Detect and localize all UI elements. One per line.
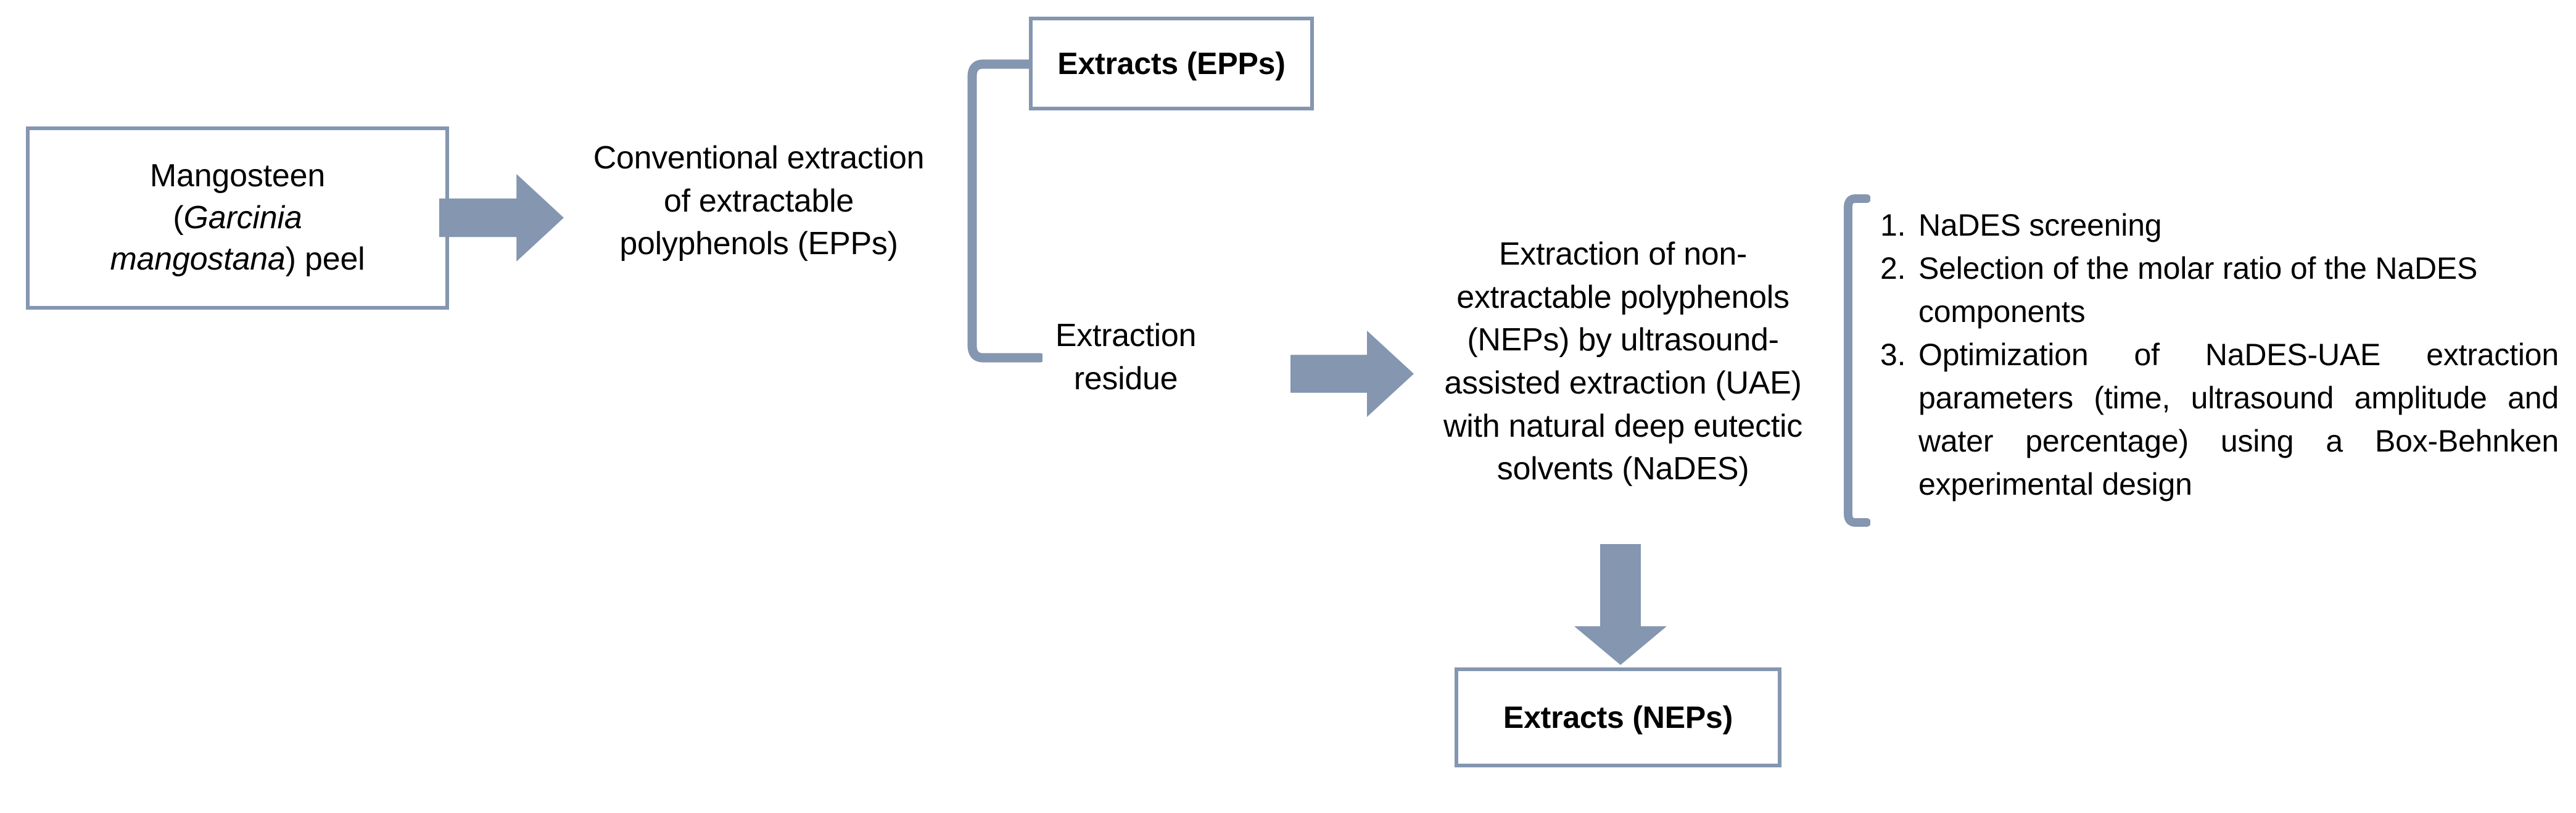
conventional-extraction-line2: of extractable xyxy=(664,183,854,219)
source-material-paren-open: ( xyxy=(173,199,184,236)
split-bracket-icon xyxy=(967,59,1042,363)
node-conventional-extraction: Conventional extraction of extractable p… xyxy=(543,137,975,266)
split-bracket-connector xyxy=(962,57,1042,365)
list-item-marker: 2. xyxy=(1880,251,1906,286)
node-extracts-neps: Extracts (NEPs) xyxy=(1455,667,1781,767)
source-material-genus: Garcinia xyxy=(183,199,302,236)
source-material-line3-tail: ) peel xyxy=(285,241,365,278)
source-material-text: Mangosteen (Garcinia mangostana) peel xyxy=(110,155,365,281)
extraction-residue-line2: residue xyxy=(1073,360,1178,397)
nep-extraction-line6: solvents (NaDES) xyxy=(1496,451,1749,487)
list-item-text: Selection of the molar ratio of the NaDE… xyxy=(1918,251,2478,329)
node-extracts-epps: Extracts (EPPs) xyxy=(1029,17,1314,110)
arrow-residue-to-nep xyxy=(1290,331,1414,417)
list-item-text: Optimization of NaDES-UAE extraction par… xyxy=(1918,337,2559,501)
list-item-text: NaDES screening xyxy=(1918,208,2162,242)
nep-extraction-line5: with natural deep eutectic xyxy=(1443,408,1802,444)
node-extraction-residue: Extraction residue xyxy=(1024,315,1228,400)
nep-extraction-line3: (NEPs) by ultrasound- xyxy=(1467,322,1779,358)
arrow-nep-to-extracts xyxy=(1574,544,1667,665)
nep-extraction-line1: Extraction of non- xyxy=(1498,236,1748,272)
square-bracket-icon xyxy=(1844,194,1870,527)
list-item: 3. Optimization of NaDES-UAE extraction … xyxy=(1880,333,2559,506)
list-item: 1. NaDES screening xyxy=(1880,204,2559,247)
source-material-species: mangostana xyxy=(110,241,286,278)
nep-extraction-line2: extractable polyphenols xyxy=(1456,279,1790,315)
conventional-extraction-line1: Conventional extraction xyxy=(593,140,925,176)
node-source-material: Mangosteen (Garcinia mangostana) peel xyxy=(26,126,449,310)
conventional-extraction-line3: polyphenols (EPPs) xyxy=(619,226,898,262)
list-item-marker: 3. xyxy=(1880,337,1906,372)
extraction-residue-line1: Extraction xyxy=(1055,318,1197,353)
extracts-neps-label: Extracts (NEPs) xyxy=(1503,700,1733,735)
nep-extraction-line4: assisted extraction (UAE) xyxy=(1444,365,1802,402)
node-nep-extraction: Extraction of non- extractable polypheno… xyxy=(1400,233,1846,491)
source-material-line1: Mangosteen xyxy=(149,158,326,194)
extracts-epps-label: Extracts (EPPs) xyxy=(1057,46,1286,81)
steps-bracket-connector xyxy=(1842,192,1870,529)
list-item: 2. Selection of the molar ratio of the N… xyxy=(1880,247,2559,333)
list-item-marker: 1. xyxy=(1880,208,1906,242)
steps-list: 1. NaDES screening 2. Selection of the m… xyxy=(1880,204,2559,506)
